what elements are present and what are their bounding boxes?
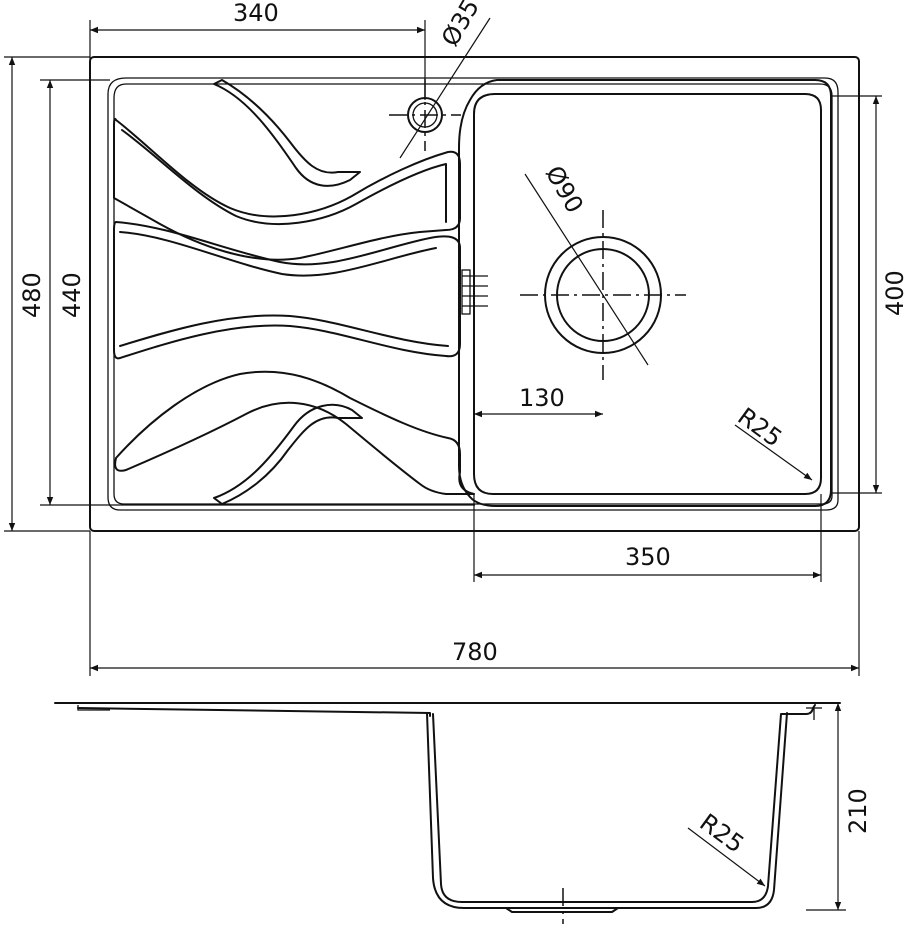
dim-corner-radius-top: R25 <box>732 402 813 481</box>
dim-130-label: 130 <box>519 384 565 412</box>
top-view: 340 Ø35 480 440 Ø90 130 <box>4 0 904 676</box>
dim-corner-radius-top-label: R25 <box>732 402 787 452</box>
dim-210-label: 210 <box>844 788 872 834</box>
dim-480-label: 480 <box>18 272 46 318</box>
dim-340-label: 340 <box>233 0 279 27</box>
dim-tap-diameter: Ø35 <box>399 0 491 159</box>
dim-400-label: 400 <box>881 270 904 316</box>
dim-corner-radius-side-label: R25 <box>694 808 749 858</box>
dim-corner-radius-side: R25 <box>687 808 766 887</box>
dim-350: 350 <box>473 494 822 582</box>
side-view: R25 210 <box>54 702 872 924</box>
dim-440: 440 <box>46 80 86 505</box>
dim-210: 210 <box>806 703 872 911</box>
dim-400: 400 <box>831 95 904 494</box>
overflow-slot <box>461 269 488 315</box>
drainer-ribs <box>113 79 475 505</box>
dim-350-label: 350 <box>625 543 671 571</box>
dim-drain-diameter: Ø90 <box>524 161 649 366</box>
dim-780: 780 <box>89 531 860 676</box>
dim-130: 130 <box>474 384 603 418</box>
dim-480: 480 <box>4 56 90 532</box>
side-bowl <box>426 712 788 924</box>
dim-tap-diameter-label: Ø35 <box>436 0 485 51</box>
dim-440-label: 440 <box>58 272 86 318</box>
dim-340: 340 <box>89 0 426 100</box>
sink-inner-outline <box>107 77 839 511</box>
dim-780-label: 780 <box>452 638 498 666</box>
